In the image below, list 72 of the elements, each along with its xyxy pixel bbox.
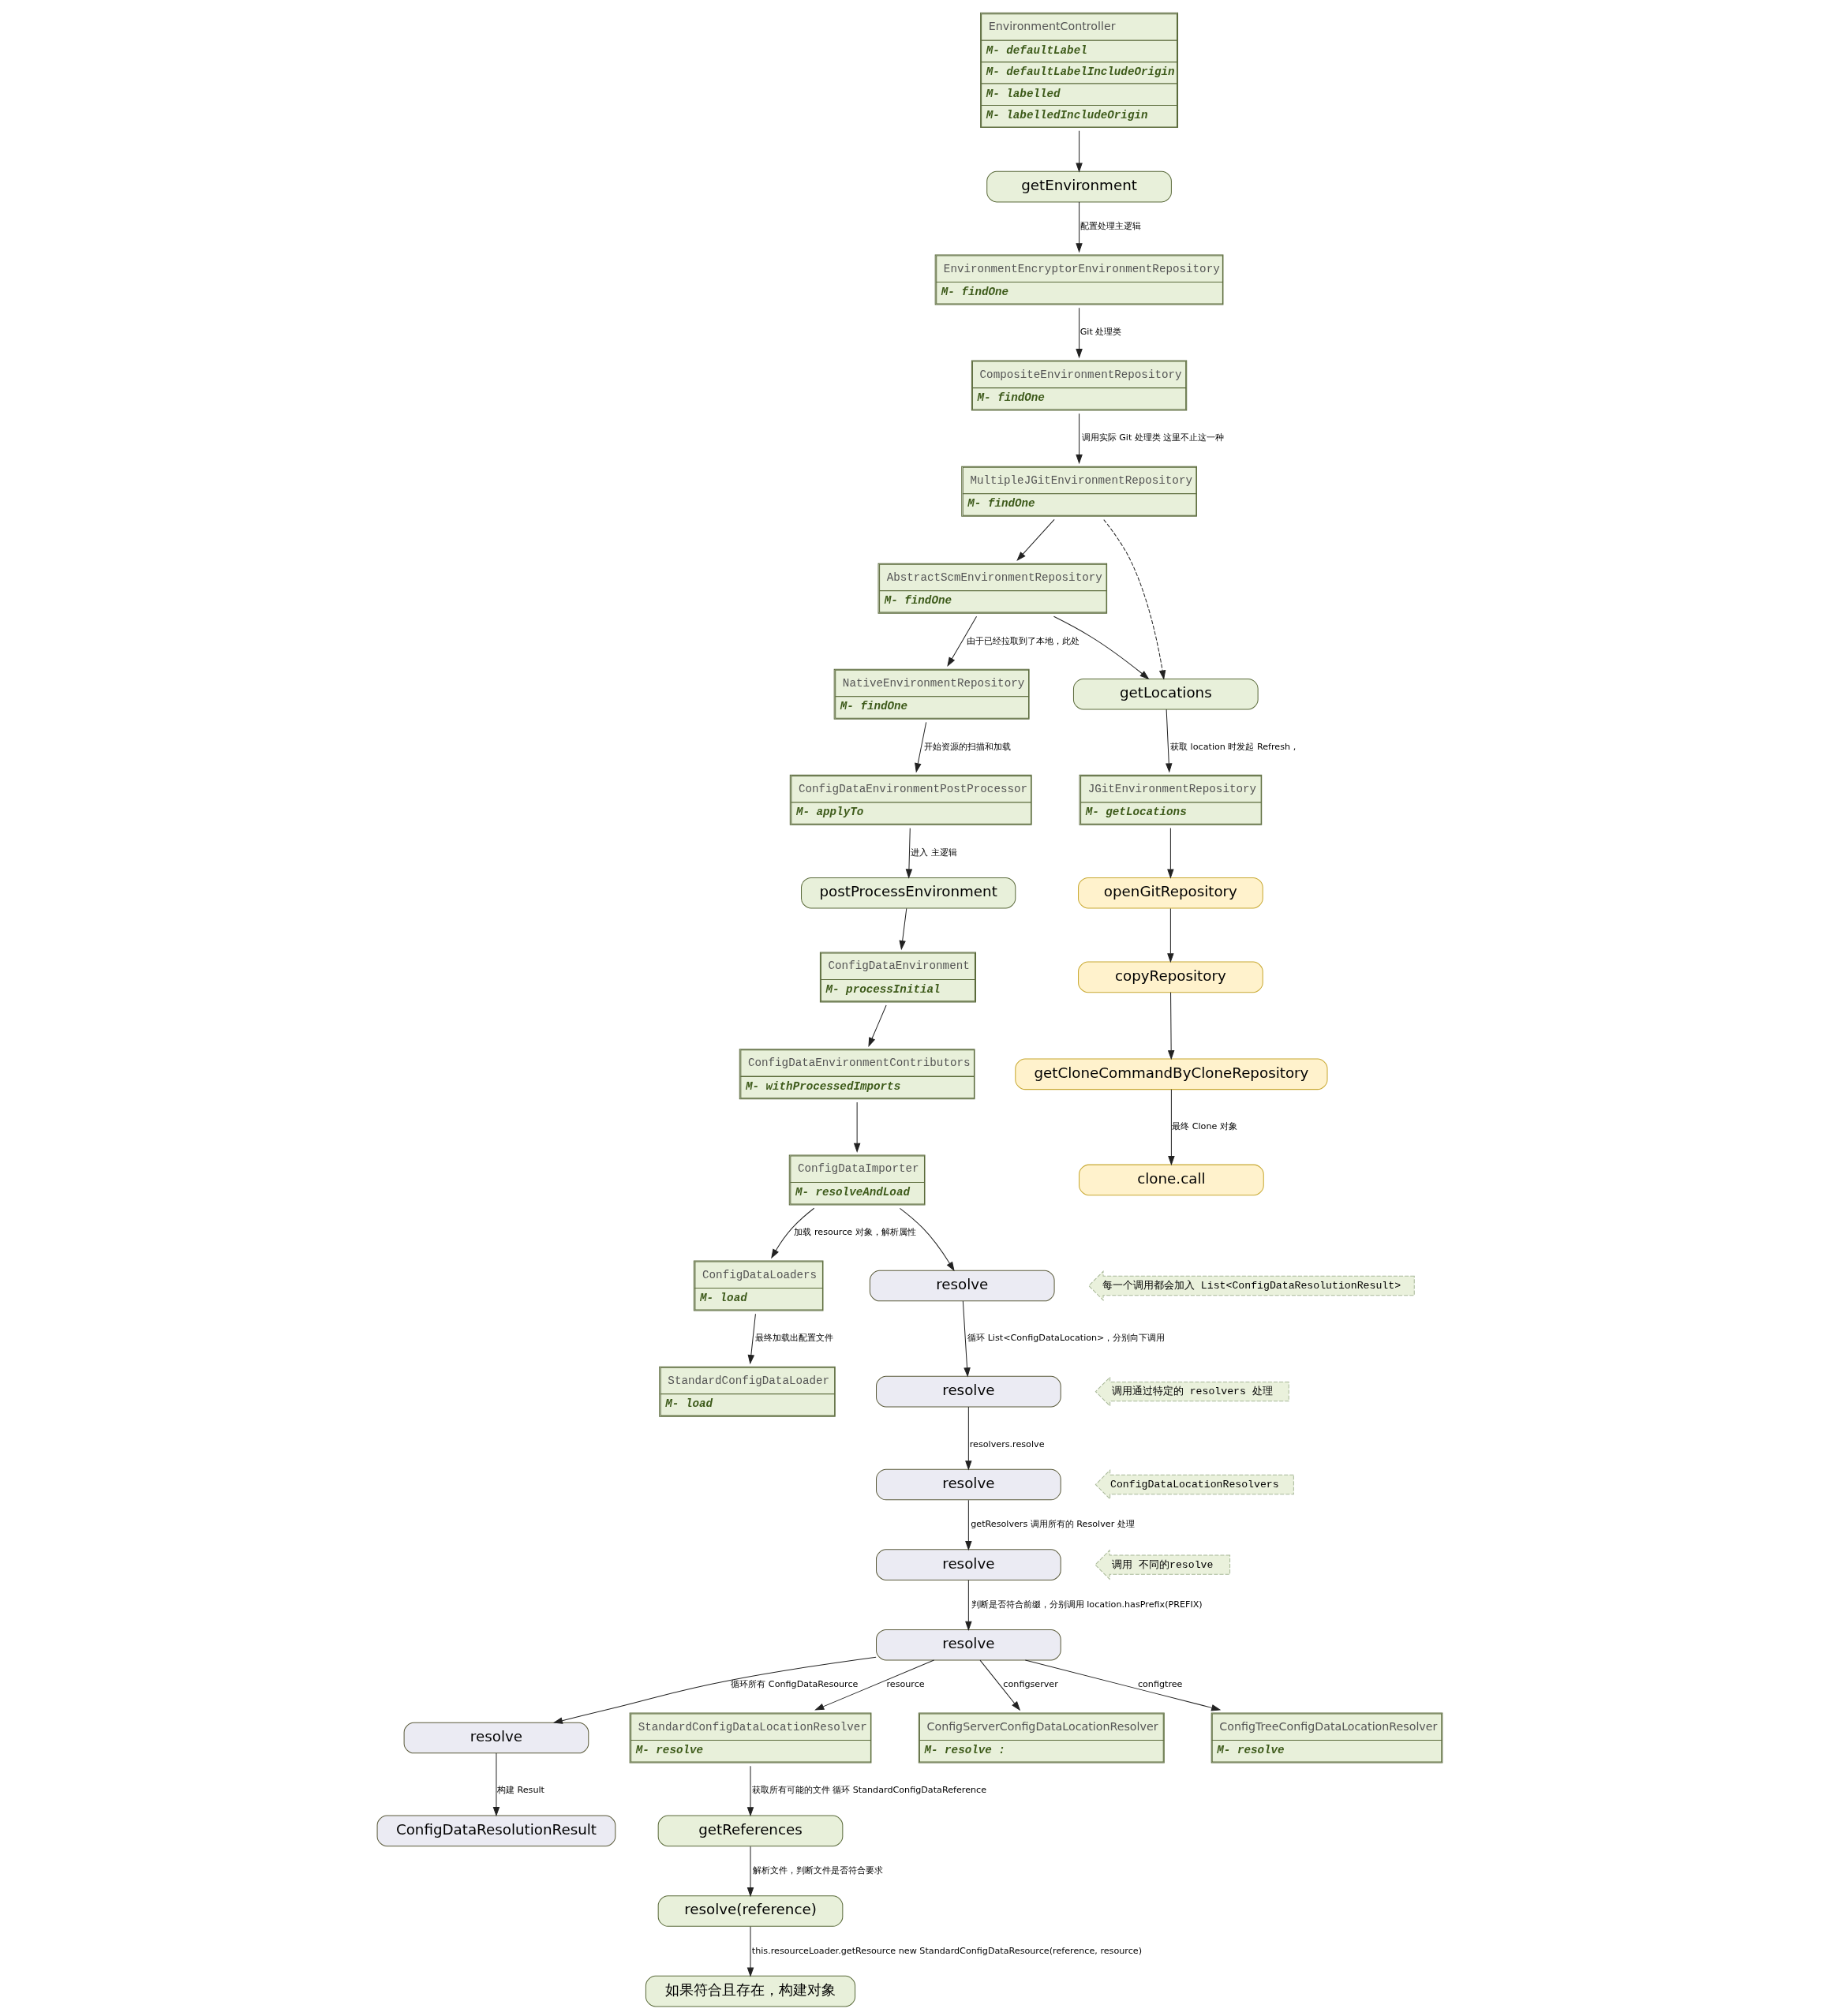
arrow	[868, 1004, 887, 1048]
edge-label: 调用实际 Git 处理类 这里不止这一种	[1081, 432, 1225, 443]
arrow	[747, 1313, 756, 1365]
node-box: getEnvironment	[986, 170, 1172, 203]
node-box: resolve	[876, 1549, 1061, 1580]
edge-label: configserver	[1003, 1679, 1058, 1690]
arrow	[552, 1656, 877, 1724]
edge-label: 循环 List<ConfigDataLocation>，分别向下调用	[967, 1333, 1166, 1344]
node-box: resolve	[403, 1722, 589, 1754]
edge-label: this.resourceLoader.getResource new StandardConfigDataResource(reference, resource)	[751, 1945, 1143, 1956]
edge-label: 解析文件，判断文件是否符合要求	[753, 1865, 884, 1876]
edge-label: 由于已经拉取到了本地，此处	[967, 635, 1080, 646]
arrow	[1076, 413, 1083, 465]
arrow	[1076, 201, 1083, 253]
arrow	[965, 1499, 972, 1551]
edge-label: resolvers.resolve	[969, 1438, 1045, 1449]
arrow	[746, 1765, 754, 1817]
node-box: resolve	[869, 1270, 1055, 1302]
edge-label: 构建 Result	[496, 1785, 544, 1796]
arrow	[979, 1659, 1021, 1711]
node-box: getReferences	[657, 1815, 844, 1847]
node-box: resolve	[876, 1629, 1061, 1661]
edge-label: 获取 location 时发起 Refresh ,	[1170, 741, 1297, 752]
node-box: clone.call	[1079, 1164, 1264, 1196]
node-box: resolve	[876, 1468, 1061, 1501]
edge-label: Git 处理类	[1080, 327, 1122, 338]
arrow	[965, 1580, 972, 1631]
arrow	[853, 1102, 861, 1154]
arrow	[1103, 519, 1166, 680]
node-box: copyRepository	[1078, 961, 1263, 993]
arrow	[1024, 1659, 1222, 1711]
node-box: 如果符合且存在，构建对象	[645, 1975, 856, 2007]
arrow	[1167, 828, 1174, 879]
arrow	[492, 1752, 500, 1817]
edge-label: 配置处理主逻辑	[1080, 221, 1142, 232]
node-box: getCloneCommandByCloneRepository	[1015, 1058, 1328, 1090]
arrow	[1168, 1089, 1175, 1166]
node-box: getLocations	[1072, 678, 1259, 710]
arrow	[915, 721, 927, 773]
arrow	[947, 615, 978, 668]
edge-label: getResolvers 调用所有的 Resolver 处理	[971, 1519, 1135, 1530]
arrow	[771, 1207, 815, 1259]
arrow	[1016, 518, 1055, 562]
edge-label: 加载 resource 对象，解析属性	[794, 1227, 916, 1238]
edge-label: 循环所有 ConfigDataResource	[731, 1679, 859, 1690]
edge-label: configtree	[1137, 1679, 1183, 1690]
arrow	[1167, 907, 1174, 963]
edge-label: 判断是否符合前缀，分别调用 location.hasPrefix(PREFIX)	[971, 1599, 1203, 1610]
arrow	[1167, 992, 1175, 1060]
arrow	[814, 1659, 935, 1711]
edge-label: resource	[886, 1679, 925, 1690]
arrow	[1076, 307, 1083, 359]
arrow	[746, 1846, 754, 1898]
arrow	[899, 1207, 955, 1272]
edge-label: 进入 主逻辑	[911, 847, 957, 858]
edge-label: 最终加载出配置文件	[755, 1333, 834, 1344]
node-box: postProcessEnvironment	[801, 877, 1016, 909]
edge-label: 最终 Clone 对象	[1172, 1121, 1237, 1132]
edge-label: 开始资源的扫描和加载	[923, 741, 1011, 752]
arrow	[1076, 130, 1083, 173]
edge-label: 获取所有可能的文件 循环 StandardConfigDataReference	[751, 1785, 987, 1796]
node-box: resolve(reference)	[657, 1895, 844, 1927]
arrow	[1166, 709, 1173, 773]
arrow	[1053, 615, 1150, 680]
arrow	[746, 1926, 754, 1977]
arrow	[899, 907, 907, 951]
arrow	[905, 828, 913, 879]
arrow	[962, 1300, 971, 1378]
node-box: openGitRepository	[1078, 877, 1263, 909]
node-box: ConfigDataResolutionResult	[376, 1815, 616, 1847]
node-box: resolve	[876, 1375, 1061, 1408]
arrow	[965, 1406, 972, 1471]
